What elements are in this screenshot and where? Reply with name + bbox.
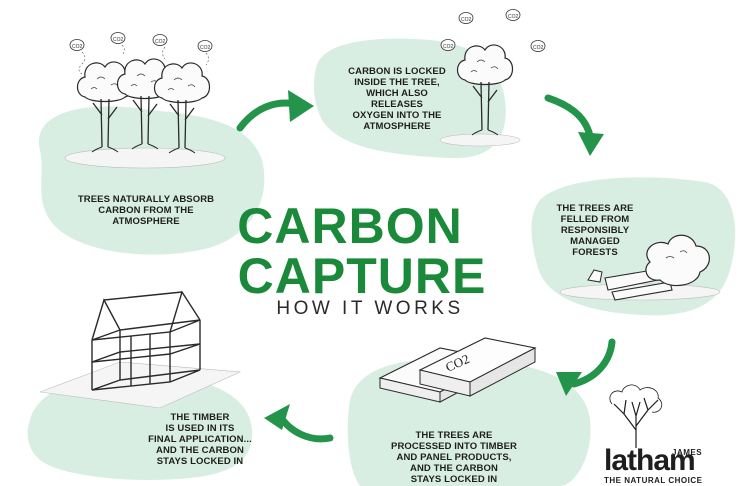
logo-tagline: THE NATURAL CHOICE bbox=[604, 476, 703, 485]
tree-icon bbox=[64, 58, 226, 169]
co2-bubbles-absorb bbox=[69, 32, 213, 75]
step-final-text: THE TIMBER IS USED IN ITS FINAL APPLICAT… bbox=[148, 412, 252, 467]
logo-tree-icon bbox=[609, 384, 663, 448]
timber-panels-icon bbox=[378, 337, 537, 403]
logo-wordmark: latham bbox=[604, 444, 696, 477]
timber-frame-icon bbox=[39, 290, 242, 409]
subtitle: HOW IT WORKS bbox=[276, 298, 464, 319]
title-line-1: CARBON bbox=[237, 198, 463, 254]
blob-final bbox=[27, 374, 253, 480]
curved-arrow-icon bbox=[236, 99, 300, 132]
logo-prefix: JAMES bbox=[672, 448, 703, 457]
blob-absorb bbox=[38, 106, 265, 255]
step-processed-text: THE TREES ARE PROCESSED INTO TIMBER AND … bbox=[391, 430, 517, 485]
tree-icon bbox=[439, 44, 521, 147]
step-felled-text: THE TREES ARE FELLED FROM RESPONSIBLY MA… bbox=[556, 203, 634, 258]
curved-arrow-icon bbox=[570, 338, 616, 388]
step-locked-text: CARBON IS LOCKED INSIDE THE TREE, WHICH … bbox=[348, 66, 446, 132]
curved-arrow-icon bbox=[276, 412, 334, 443]
felled-trees-icon bbox=[559, 234, 721, 301]
arrow-heads bbox=[264, 90, 604, 430]
curved-arrow-icon bbox=[544, 94, 594, 140]
step-absorb-text: TREES NATURALLY ABSORB CARBON FROM THE A… bbox=[77, 194, 215, 227]
title-line-2: CAPTURE bbox=[237, 248, 487, 304]
